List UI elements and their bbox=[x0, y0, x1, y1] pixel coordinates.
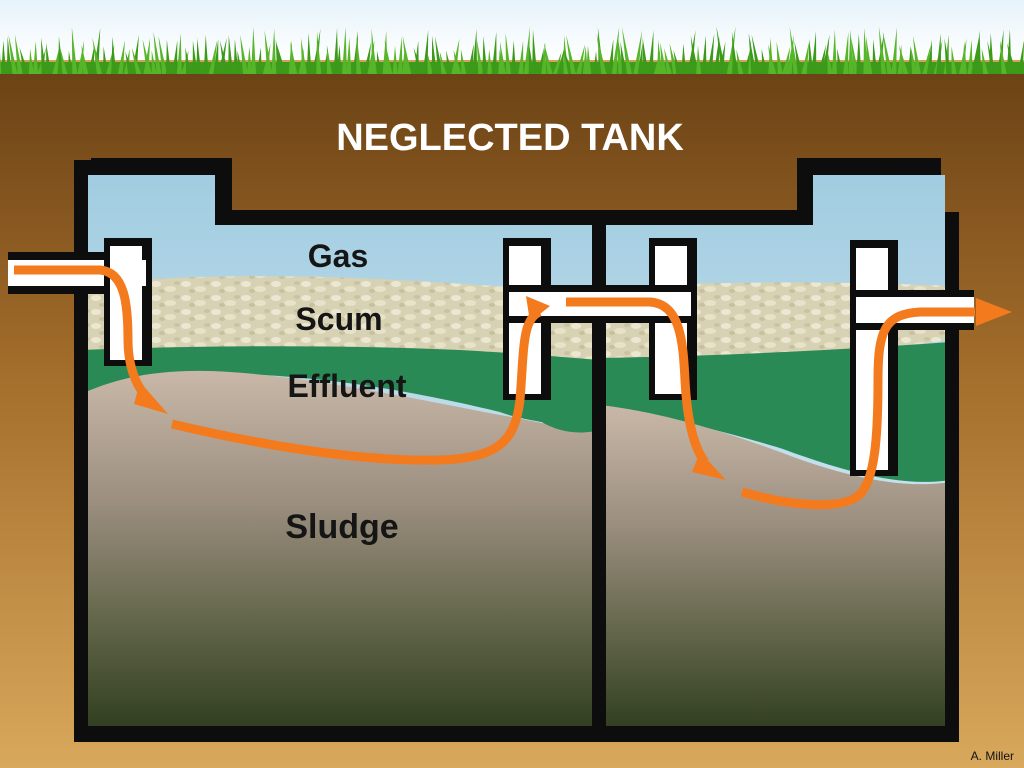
flow-arrow-icon bbox=[566, 297, 709, 465]
label-gas: Gas bbox=[308, 238, 368, 274]
flow-arrows bbox=[14, 265, 975, 510]
credit-text: A. Miller bbox=[971, 749, 1014, 763]
effluent-layer-left bbox=[88, 346, 592, 430]
flow-arrow-icon bbox=[740, 307, 975, 510]
divider-wall bbox=[592, 252, 606, 732]
flow-arrow-icon bbox=[976, 298, 1012, 326]
flow-arrow-icon bbox=[526, 296, 550, 322]
label-effluent: Effluent bbox=[287, 368, 406, 404]
flow-arrow-icon bbox=[692, 452, 726, 480]
label-scum: Scum bbox=[295, 301, 382, 337]
flow-arrow-icon bbox=[134, 382, 168, 414]
diagram-title: NEGLECTED TANK bbox=[336, 117, 684, 159]
sky bbox=[0, 0, 1024, 60]
flow-arrowheads bbox=[134, 296, 1012, 480]
grass bbox=[0, 26, 1024, 75]
label-sludge: Sludge bbox=[285, 508, 398, 546]
sludge-layer-left bbox=[88, 370, 592, 726]
scum-layer-left bbox=[88, 276, 592, 360]
flow-arrow-icon bbox=[170, 307, 543, 465]
